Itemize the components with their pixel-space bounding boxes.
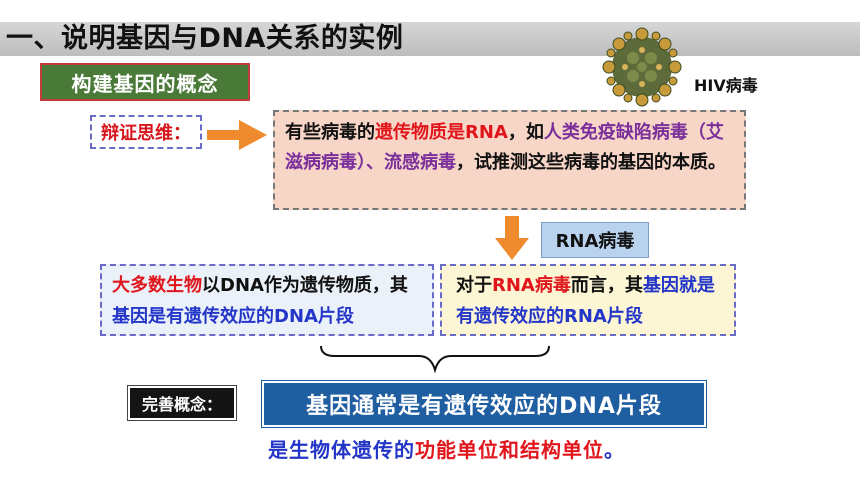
left-text-1: 以DNA作为遗传物质，其: [202, 275, 408, 296]
bottom-text-2: 。: [604, 438, 625, 462]
right-gene: 基因: [642, 275, 679, 296]
rna-virus-box: 对于RNA病毒而言，其基因就是有遗传效应的RNA片段: [440, 264, 736, 336]
gene-concept-box: 基因通常是有遗传效应的DNA片段: [262, 381, 706, 427]
question-highlight-rna: 遗传物质是RNA: [375, 122, 508, 143]
hiv-label: HIV病毒: [694, 76, 758, 95]
question-text-2: ，如: [507, 122, 544, 143]
perfect-concept-tag: 完善概念：: [127, 385, 237, 421]
critical-thinking-label: 辩证思维：: [90, 115, 202, 149]
bottom-text-1: 是生物体遗传的: [268, 438, 415, 462]
bottom-units: 功能单位和结构单位: [415, 438, 604, 462]
question-text-1: 有些病毒的: [285, 122, 375, 143]
brace-icon: [320, 345, 550, 374]
rna-virus-tag: RNA病毒: [541, 222, 649, 258]
arrow-right-icon: [207, 120, 267, 150]
left-gene: 基因: [112, 306, 148, 327]
bottom-statement: 是生物体遗传的功能单位和结构单位。: [268, 434, 625, 463]
question-virus-examples: 人类免疫缺陷病毒（艾滋病病毒）、流感病毒: [285, 122, 724, 173]
right-text-1: 对于: [456, 275, 492, 296]
dna-organisms-box: 大多数生物以DNA作为遗传物质，其基因是有遗传效应的DNA片段: [100, 264, 434, 336]
right-gene-definition: 就是有遗传效应的RNA片段: [456, 275, 715, 327]
hiv-virus-image: [595, 20, 690, 115]
arrow-down-icon: [495, 216, 529, 260]
right-rna-virus: RNA病毒: [492, 275, 571, 296]
concept-building-tag: 构建基因的概念: [40, 63, 250, 101]
left-most-organisms: 大多数生物: [112, 275, 202, 296]
left-gene-definition: 是有遗传效应的DNA片段: [148, 306, 354, 327]
title-bar: [0, 22, 860, 56]
right-text-2: 而言，其: [570, 275, 643, 296]
page-title: 一、说明基因与DNA关系的实例: [6, 23, 404, 54]
question-text-3: ，试推测这些病毒的基因的本质。: [456, 152, 726, 173]
question-box: 有些病毒的遗传物质是RNA，如人类免疫缺陷病毒（艾滋病病毒）、流感病毒，试推测这…: [273, 110, 746, 210]
